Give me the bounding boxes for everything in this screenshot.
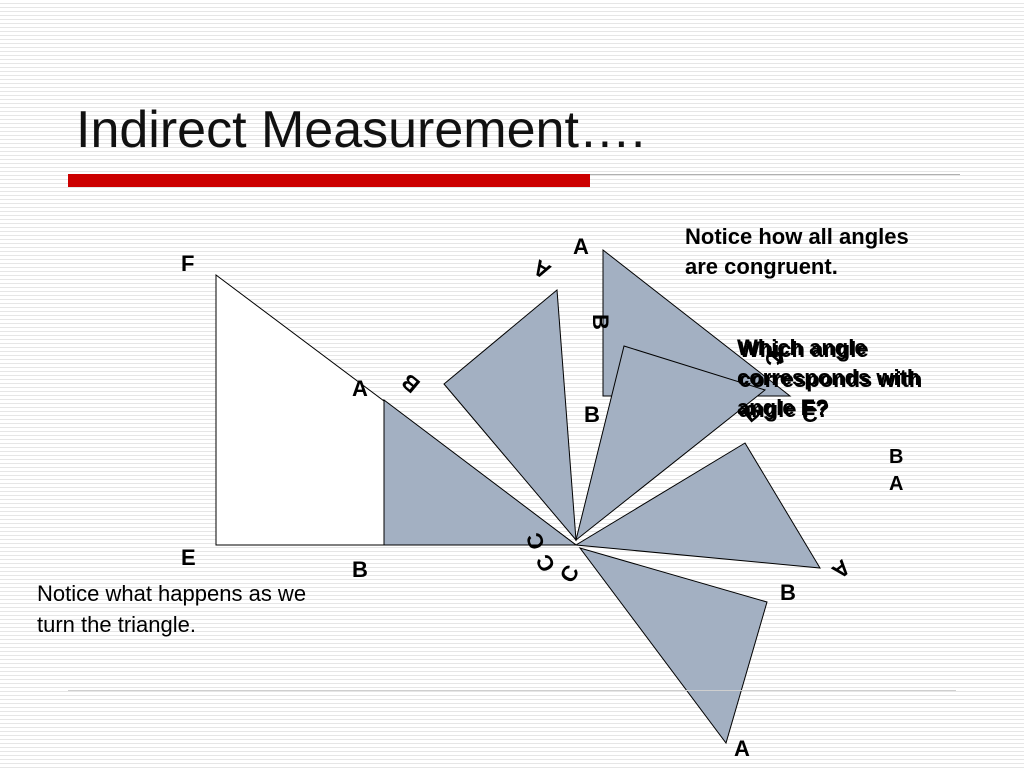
- question-angle-e: Which angle corresponds with angle E?: [737, 335, 921, 420]
- rotated-triangle-5: [578, 547, 768, 745]
- footer-divider: [68, 690, 956, 691]
- label-b: B: [352, 557, 368, 582]
- rot3-label-c: C: [802, 402, 818, 427]
- label-f: F: [181, 251, 195, 276]
- note-angles-congruent: Notice how all angles are congruent.: [685, 224, 909, 279]
- right-label-a: A: [889, 473, 904, 495]
- title-underline-gray: [590, 174, 960, 175]
- rot3-label-b: B: [584, 402, 600, 427]
- rotated-triangle-4: [574, 442, 821, 569]
- slide-title: Indirect Measurement….: [76, 101, 646, 159]
- question-angle-f: Which angle corresponds with angle F?: [739, 337, 923, 422]
- rotated-triangle-2: [443, 288, 577, 542]
- rot4-label-b: B: [780, 580, 796, 605]
- rot5-label-a: A: [734, 736, 750, 761]
- right-label-b: B: [889, 446, 904, 468]
- title-underline-red: [68, 174, 590, 187]
- rotated-triangle-3: [575, 345, 767, 542]
- note-turn-triangle: Notice what happens as we turn the trian…: [37, 581, 307, 638]
- rot1-label-b: B: [587, 314, 613, 330]
- rot1-label-a: A: [573, 234, 589, 259]
- question-overlay: Which angle corresponds with angle E? Wh…: [737, 333, 967, 433]
- label-a: A: [352, 376, 368, 401]
- small-triangle: [383, 398, 578, 546]
- label-e: E: [181, 545, 196, 570]
